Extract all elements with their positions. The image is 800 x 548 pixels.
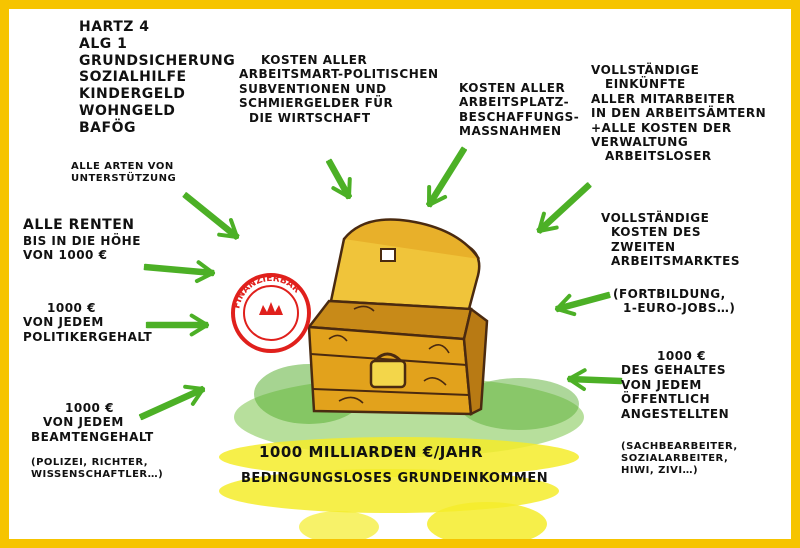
second-market-note-line: (FORTBILDUNG, [613,287,726,301]
subsidies-block: KOSTEN ALLER ARBEITSMART-POLITISCHEN SUB… [239,53,439,125]
finanzierbar-stamp: FINANZIERBAR [231,273,311,353]
subsidies-line: ARBEITSMART-POLITISCHEN [239,67,439,82]
civil-servants-line: VON JEDEM [43,415,124,430]
headline: 1000 MILLIARDEN €/JAHR [259,443,484,461]
procurement-line: BESCHAFFUNGS- [459,109,580,124]
offices-line: VOLLSTÄNDIGE [591,63,700,77]
public-employees-line: ANGESTELLTEN [621,406,730,421]
subsidies-line: SUBVENTIONEN UND [239,81,387,96]
crown-icon [259,302,283,315]
civil-servants-line: 1000 € [65,401,114,415]
pensions-line: BIS IN DIE HÖHE [23,233,141,248]
procurement-line: MASSNAHMEN [459,124,562,139]
public-employees-line: ÖFFENTLICH [621,392,710,407]
support-line: KINDERGELD [79,86,186,103]
offices-line: ARBEITSLOSER [605,149,712,164]
support-line: GRUNDSICHERUNG [79,52,236,69]
politicians-block: 1000 € VON JEDEM POLITIKERGEHALT [23,301,152,344]
arrow-icon [567,368,623,391]
offices-line: ALLER MITARBEITER [591,91,736,106]
second-market-line: ZWEITEN [611,239,676,254]
second-market-line: ARBEITSMARKTES [611,254,740,269]
support-line: BAFÖG [79,119,136,136]
pensions-line: ALLE RENTEN [23,217,135,233]
offices-line: EINKÜNFTE [605,77,686,92]
public-employees-note-line: SOZIALARBEITER, [621,453,729,464]
civil-servants-note-line: WISSENSCHAFTLER…) [31,469,164,480]
offices-line: IN DEN ARBEITSÄMTERN [591,106,767,121]
illustration-canvas: FINANZIERBAR HARTZ 4 ALG 1 GRUNDSICHERUN… [9,9,791,539]
support-line: ALG 1 [79,35,128,52]
civil-servants-line: BEAMTENGEHALT [31,429,154,444]
second-market-note: (FORTBILDUNG, 1-EURO-JOBS…) [613,287,735,316]
treasure-chest-icon [306,218,489,416]
illustration-art: FINANZIERBAR [138,146,623,539]
procurement-line: KOSTEN ALLER [459,81,566,95]
public-employees-note-line: (SACHBEARBEITER, [621,441,738,452]
public-employees-line: 1000 € [657,349,706,363]
second-market-line: VOLLSTÄNDIGE [601,211,710,225]
politicians-line: POLITIKERGEHALT [23,329,153,344]
yellow-highlights [219,437,579,539]
subsidies-line: DIE WIRTSCHAFT [249,110,371,125]
second-market-block: VOLLSTÄNDIGE KOSTEN DES ZWEITEN ARBEITSM… [601,211,740,269]
arrow-icon [326,158,352,200]
public-employees-note-line: HIWI, ZIVI…) [621,465,699,476]
public-employees-note: (SACHBEARBEITER, SOZIALARBEITER, HIWI, Z… [621,441,738,477]
arrow-icon [182,192,240,240]
support-note-line: UNTERSTÜTZUNG [71,173,177,184]
arrows-group [138,146,623,421]
employment-offices-block: VOLLSTÄNDIGE EINKÜNFTE ALLER MITARBEITER… [591,63,766,164]
subsidies-line: KOSTEN ALLER [261,53,368,67]
subline: BEDINGUNGSLOSES GRUNDEINKOMMEN [241,471,549,486]
politicians-line: 1000 € [47,301,96,315]
civil-servants-block: 1000 € VON JEDEM BEAMTENGEHALT [31,401,154,444]
public-employees-line: DES GEHALTES [621,363,727,378]
second-market-note-line: 1-EURO-JOBS…) [623,301,736,316]
second-market-line: KOSTEN DES [611,225,702,240]
support-block: HARTZ 4 ALG 1 GRUNDSICHERUNG SOZIALHILFE… [79,19,235,137]
arrow-icon [145,313,209,337]
arrow-icon [536,182,592,234]
procurement-block: KOSTEN ALLER ARBEITSPLATZ- BESCHAFFUNGS-… [459,81,579,139]
public-employees-line: VON JEDEM [621,377,702,392]
arrow-icon [138,384,206,421]
procurement-line: ARBEITSPLATZ- [459,95,570,110]
public-employees-block: 1000 € DES GEHALTES VON JEDEM ÖFFENTLICH… [621,349,729,421]
offices-line: VERWALTUNG [591,134,689,149]
politicians-line: VON JEDEM [23,315,104,330]
support-note: ALLE ARTEN VON UNTERSTÜTZUNG [71,161,176,185]
pensions-block: ALLE RENTEN BIS IN DIE HÖHE VON 1000 € [23,217,141,263]
support-line: HARTZ 4 [79,19,150,35]
support-note-line: ALLE ARTEN VON [71,161,174,172]
civil-servants-note: (POLIZEI, RICHTER, WISSENSCHAFTLER…) [31,457,163,481]
arrow-icon [555,291,611,317]
arrow-icon [426,146,467,208]
support-line: SOZIALHILFE [79,69,187,86]
civil-servants-note-line: (POLIZEI, RICHTER, [31,457,149,468]
arrow-icon [143,260,215,284]
subsidies-line: SCHMIERGELDER FÜR [239,96,394,111]
pensions-line: VON 1000 € [23,248,108,263]
offices-line: +ALLE KOSTEN DER [591,120,732,135]
support-line: WOHNGELD [79,102,176,119]
